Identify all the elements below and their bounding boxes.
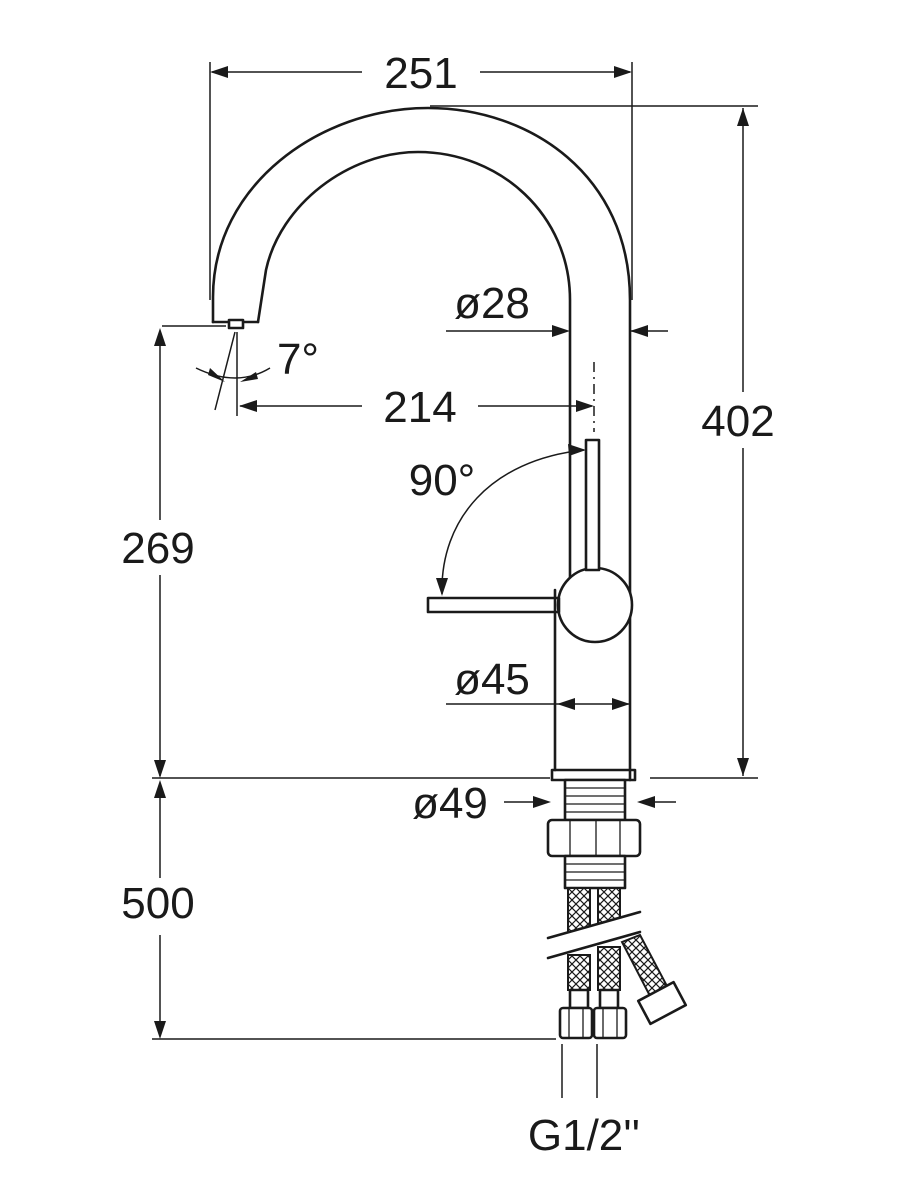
supply-hoses xyxy=(546,887,688,1040)
dimension-d45-label: ø45 xyxy=(454,655,530,704)
hose-2-nut xyxy=(592,1006,628,1040)
body-collar xyxy=(550,768,637,782)
hose-3-nut xyxy=(636,980,688,1026)
hose-3-angled xyxy=(620,933,670,998)
hose-1-ferrule xyxy=(568,988,590,1010)
dimension-d28: ø28 xyxy=(446,279,668,337)
dimension-g12: G1/2'' xyxy=(528,1044,640,1160)
shank-thread xyxy=(563,778,627,822)
dimension-90deg: 90° xyxy=(409,444,586,596)
dimension-d28-label: ø28 xyxy=(454,279,530,328)
spout-inner xyxy=(256,150,572,592)
aerator xyxy=(227,318,245,330)
dimension-251-label: 251 xyxy=(384,49,457,98)
lever-rotated xyxy=(426,596,561,614)
lever-handle xyxy=(584,438,601,572)
dimension-214-label: 214 xyxy=(383,383,456,432)
hose-1-lower xyxy=(567,954,591,991)
mounting-shank xyxy=(546,778,642,890)
dimension-g12-label: G1/2'' xyxy=(528,1111,640,1160)
dimension-7deg: 7° xyxy=(162,325,319,416)
hose-1-nut xyxy=(558,1006,594,1040)
dimension-251: 251 xyxy=(209,49,633,300)
faucet-outline xyxy=(211,106,637,782)
spout-outer xyxy=(211,106,632,782)
dimension-402-label: 402 xyxy=(701,397,774,446)
dimension-d49-label: ø49 xyxy=(412,779,488,828)
dimension-7deg-label: 7° xyxy=(277,335,319,384)
dimension-402: 402 xyxy=(430,105,775,779)
dimension-269: 269 xyxy=(121,328,550,779)
dimension-90deg-label: 90° xyxy=(409,456,476,505)
shank-thread-lines xyxy=(565,787,625,813)
dimension-500-label: 500 xyxy=(121,879,194,928)
hose-2-lower xyxy=(597,946,621,991)
lever-hub xyxy=(556,566,634,644)
dimension-d49: ø49 xyxy=(412,779,676,828)
dimension-d45: ø45 xyxy=(446,655,630,710)
mounting-nut xyxy=(546,818,642,858)
dimension-214: 214 xyxy=(239,362,595,432)
hose-2-ferrule xyxy=(598,988,620,1010)
hose-break-band xyxy=(548,912,640,958)
dimension-269-label: 269 xyxy=(121,524,194,573)
dimension-500: 500 xyxy=(121,780,556,1040)
